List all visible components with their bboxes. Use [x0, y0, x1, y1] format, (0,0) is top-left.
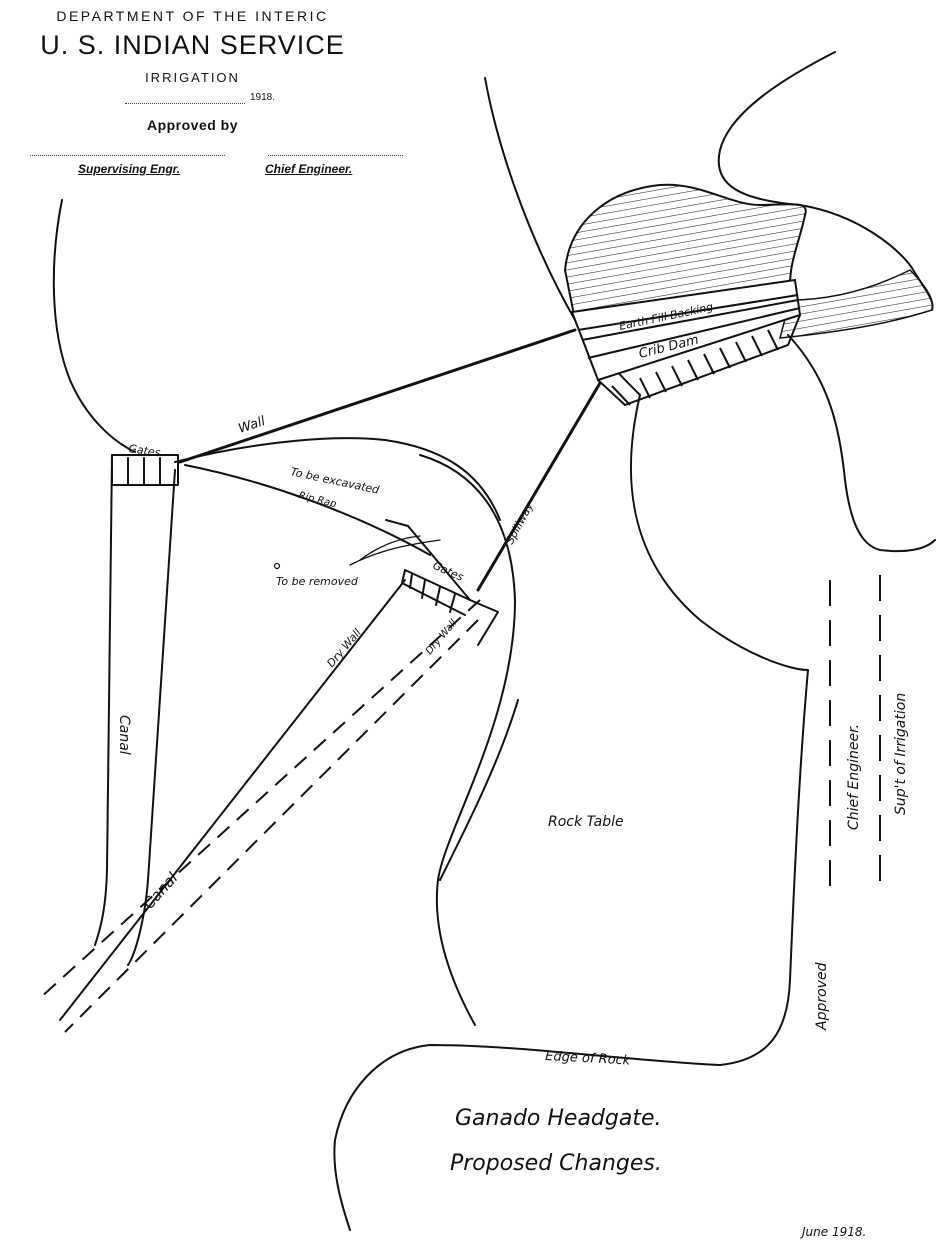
supt-irrigation-label: Sup't of Irrigation — [893, 693, 909, 815]
supervising-engineer-signature: Supervising Engr. — [78, 162, 181, 176]
gates-center-label: Gates — [431, 559, 466, 584]
proposed-canal-dash-lower — [64, 619, 479, 1033]
dry-wall-a-label: Dry Wall — [324, 626, 364, 670]
right-bank-hatch — [778, 269, 934, 339]
canal-diagonal-label: Canal — [140, 868, 182, 912]
crib-dam-structure — [570, 278, 802, 407]
chief-engineer-label: Chief Engineer. — [846, 724, 862, 830]
dry-wall-line — [59, 579, 406, 1021]
signature-line-left — [30, 155, 225, 156]
arc-line-2 — [439, 699, 519, 881]
drawing-title-line2: Proposed Changes. — [450, 1151, 662, 1176]
removal-marker — [273, 562, 281, 570]
dry-wall-b-label: Dry Wall — [424, 618, 460, 657]
approved-by-label: Approved by — [146, 117, 239, 133]
date-blank-line — [125, 103, 245, 104]
gates-left-label: Gates — [128, 442, 162, 459]
right-bank-line — [717, 51, 836, 206]
center-gates-structure — [385, 519, 499, 646]
canal-right-bank — [127, 469, 176, 966]
division-heading: IRRIGATION — [145, 70, 240, 85]
arc-line — [174, 437, 501, 521]
spillway-label: Spillway — [503, 500, 536, 547]
to-be-removed-label: To be removed — [276, 575, 359, 588]
edge-of-rock-label: Edge of Rock — [545, 1049, 631, 1068]
removed-strokes — [349, 539, 441, 566]
rock-table-label: Rock Table — [548, 814, 624, 830]
department-heading: DEPARTMENT OF THE INTERIC — [56, 8, 329, 24]
chief-engineer-signature: Chief Engineer. — [265, 162, 353, 176]
signature-line-right — [268, 155, 403, 156]
approved-label: Approved — [814, 962, 830, 1031]
rip-rap-label: Rip Rap — [297, 490, 337, 510]
edge-of-rock-line — [333, 1044, 721, 1231]
left-bank-line — [52, 199, 136, 453]
canal-vertical-label: Canal — [116, 715, 132, 755]
channel-line — [787, 334, 936, 553]
wall-line — [178, 328, 577, 464]
drawing-title-line1: Ganado Headgate. — [455, 1106, 662, 1131]
rock-boundary-line — [629, 394, 809, 1066]
rip-rap-line — [184, 464, 431, 556]
service-heading: U. S. INDIAN SERVICE — [40, 30, 345, 60]
spillway-line — [476, 381, 602, 592]
year-label: 1918. — [250, 92, 276, 103]
inner-curve-line — [419, 454, 516, 1026]
date-label: June 1918. — [800, 1225, 866, 1239]
canal-left-bank — [94, 454, 113, 946]
proposed-canal-dash-upper — [39, 599, 481, 999]
